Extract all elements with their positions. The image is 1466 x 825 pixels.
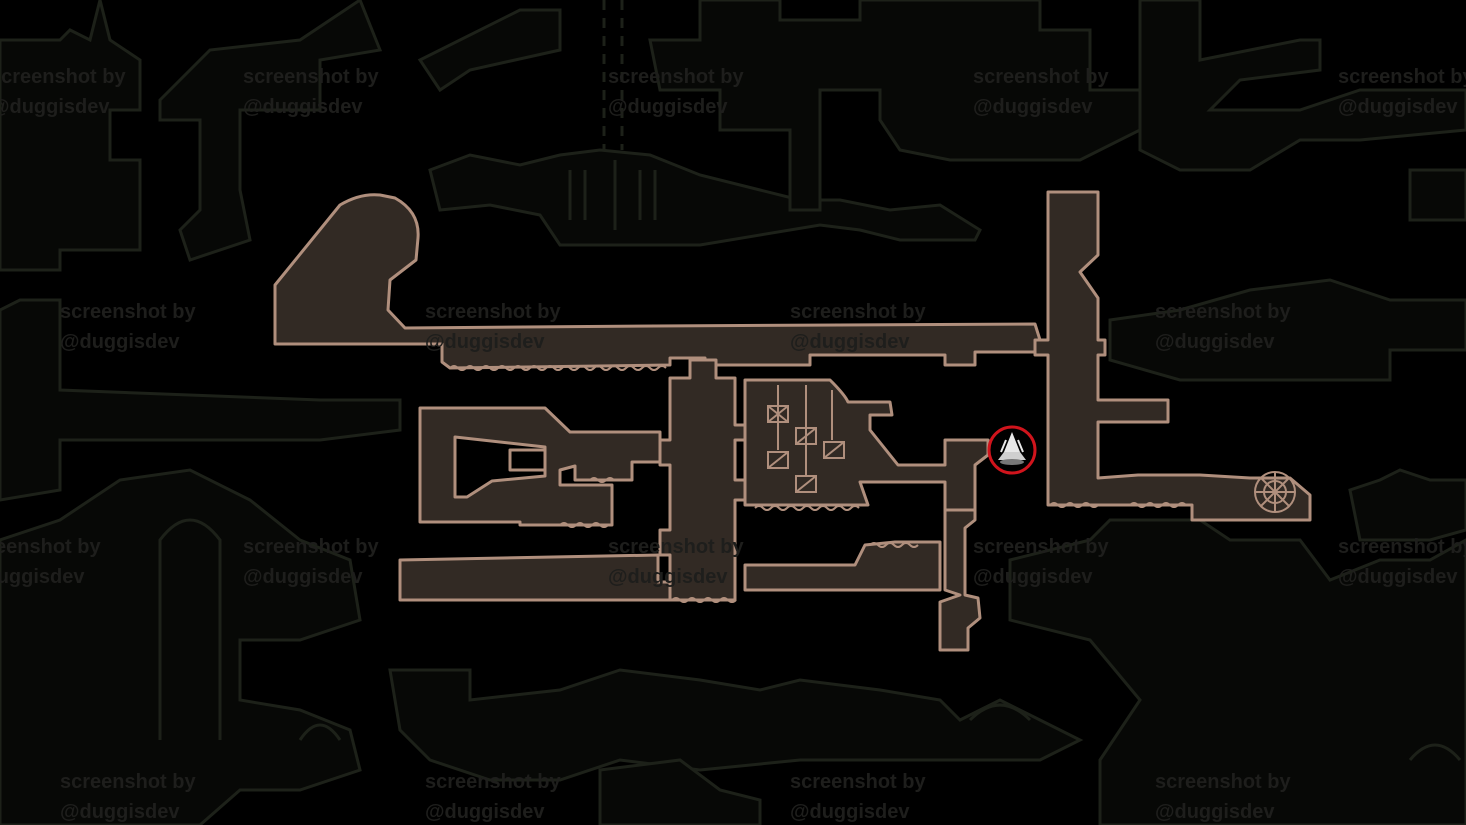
- room-west-block-void-2: [508, 448, 547, 472]
- dim-room-top-far-right: [1138, 0, 1466, 172]
- watermark: screenshot by @duggisdev: [790, 767, 990, 825]
- dim-room-right-edge: [1408, 168, 1466, 222]
- watermark: screenshot by @duggisdev: [608, 532, 808, 592]
- dim-dome-room: [428, 148, 982, 247]
- watermark: screenshot by @duggisdev: [790, 297, 990, 357]
- watermark-line-1: screenshot by: [790, 301, 926, 323]
- watermark-line-1: screenshot by: [243, 66, 379, 88]
- watermark-line-1: screenshot by: [1155, 301, 1291, 323]
- watermark-line-2: @duggisdev: [973, 96, 1093, 118]
- watermark-line-2: @duggisdev: [608, 566, 728, 588]
- watermark: screenshot by @duggisdev: [1155, 767, 1355, 825]
- dim-arch: [158, 518, 222, 740]
- watermark-line-1: screenshot by: [1155, 771, 1291, 793]
- west-block-waves: [559, 477, 615, 528]
- watermark-line-1: screenshot by: [973, 536, 1109, 558]
- gear-machine-icon: [1254, 471, 1296, 513]
- watermark-line-1: screenshot by: [0, 536, 101, 558]
- bench-pin-icon: [998, 432, 1026, 465]
- watermark: screenshot by @duggisdev: [608, 62, 808, 122]
- watermark-line-1: screenshot by: [790, 771, 926, 793]
- watermark-line-2: @duggisdev: [608, 96, 728, 118]
- watermark: screenshot by @duggisdev: [243, 532, 443, 592]
- central-shaft-waves: [671, 597, 737, 603]
- watermark-line-2: @duggisdev: [243, 566, 363, 588]
- explored-area[interactable]: [273, 190, 1312, 652]
- dim-room-left-mid: [0, 298, 402, 502]
- dim-room-far-right: [1348, 468, 1466, 542]
- dim-room-bottom-right: [1008, 518, 1466, 825]
- watermark-line-2: @duggisdev: [1155, 801, 1275, 823]
- watermark-line-1: screenshot by: [60, 771, 196, 793]
- watermark-line-1: screenshot by: [243, 536, 379, 558]
- dim-room-bottom-left: [0, 468, 362, 825]
- watermark-line-1: screenshot by: [60, 301, 196, 323]
- dim-room-bottom-mid: [388, 668, 1084, 782]
- dim-room-top-left: [0, 0, 142, 272]
- watermark: screenshot by @duggisdev: [1155, 297, 1355, 357]
- watermark-line-2: @duggisdev: [60, 331, 180, 353]
- dim-room-top-right: [648, 0, 1142, 212]
- dim-room-bottom-center: [598, 758, 762, 825]
- dim-dome-pillars: [568, 160, 657, 230]
- watermark: screenshot by @duggisdev: [0, 62, 190, 122]
- watermark: screenshot by @duggisdev: [425, 297, 625, 357]
- watermark-line-1: screenshot by: [0, 66, 126, 88]
- watermark-line-1: screenshot by: [973, 66, 1109, 88]
- east-shaft-waves: [1049, 502, 1187, 508]
- watermark-line-1: screenshot by: [425, 771, 561, 793]
- room-south-corridor[interactable]: [398, 553, 672, 602]
- room-crate-chamber[interactable]: [743, 378, 990, 512]
- watermark: screenshot by @duggisdev: [1338, 532, 1466, 592]
- watermark-line-1: screenshot by: [1338, 536, 1466, 558]
- watermark: screenshot by @duggisdev: [973, 532, 1173, 592]
- room-south-passage[interactable]: [938, 508, 982, 652]
- watermark-line-2: @duggisdev: [790, 331, 910, 353]
- crate-ropes: [777, 385, 833, 475]
- watermark-line-2: @duggisdev: [0, 566, 85, 588]
- watermark-line-2: @duggisdev: [425, 801, 545, 823]
- crate-icons: [767, 405, 845, 493]
- watermark-line-2: @duggisdev: [1338, 96, 1458, 118]
- watermark: screenshot by @duggisdev: [0, 532, 165, 592]
- south-corridor-waves: [869, 542, 919, 548]
- corridor-waves: [449, 365, 667, 371]
- dim-domes: [298, 703, 1462, 761]
- watermark-line-2: @duggisdev: [0, 96, 110, 118]
- watermark: screenshot by @duggisdev: [425, 767, 625, 825]
- watermark-line-2: @duggisdev: [1155, 331, 1275, 353]
- watermark-line-2: @duggisdev: [243, 96, 363, 118]
- watermark: screenshot by @duggisdev: [973, 62, 1173, 122]
- watermark-line-2: @duggisdev: [60, 801, 180, 823]
- dim-dashed-shaft: [602, 0, 624, 150]
- watermark-line-1: screenshot by: [608, 536, 744, 558]
- watermark-line-1: screenshot by: [1338, 66, 1466, 88]
- room-east-shaft[interactable]: [1033, 190, 1312, 522]
- room-south-corridor-east[interactable]: [743, 540, 942, 592]
- watermark-line-2: @duggisdev: [973, 566, 1093, 588]
- dim-room-top-left-2: [158, 0, 383, 262]
- crate-chamber-waves: [754, 505, 860, 511]
- dim-room-right-mid: [1108, 278, 1466, 382]
- map-marker[interactable]: [987, 425, 1037, 475]
- dim-room-top-mid: [417, 8, 562, 93]
- watermark: screenshot by @duggisdev: [1338, 62, 1466, 122]
- watermark-line-1: screenshot by: [608, 66, 744, 88]
- watermark-line-2: @duggisdev: [790, 801, 910, 823]
- watermark: screenshot by @duggisdev: [60, 767, 260, 825]
- watermark: screenshot by @duggisdev: [243, 62, 443, 122]
- watermark: screenshot by @duggisdev: [60, 297, 260, 357]
- watermark-line-1: screenshot by: [425, 301, 561, 323]
- watermark-line-2: @duggisdev: [425, 331, 545, 353]
- watermark-line-2: @duggisdev: [1338, 566, 1458, 588]
